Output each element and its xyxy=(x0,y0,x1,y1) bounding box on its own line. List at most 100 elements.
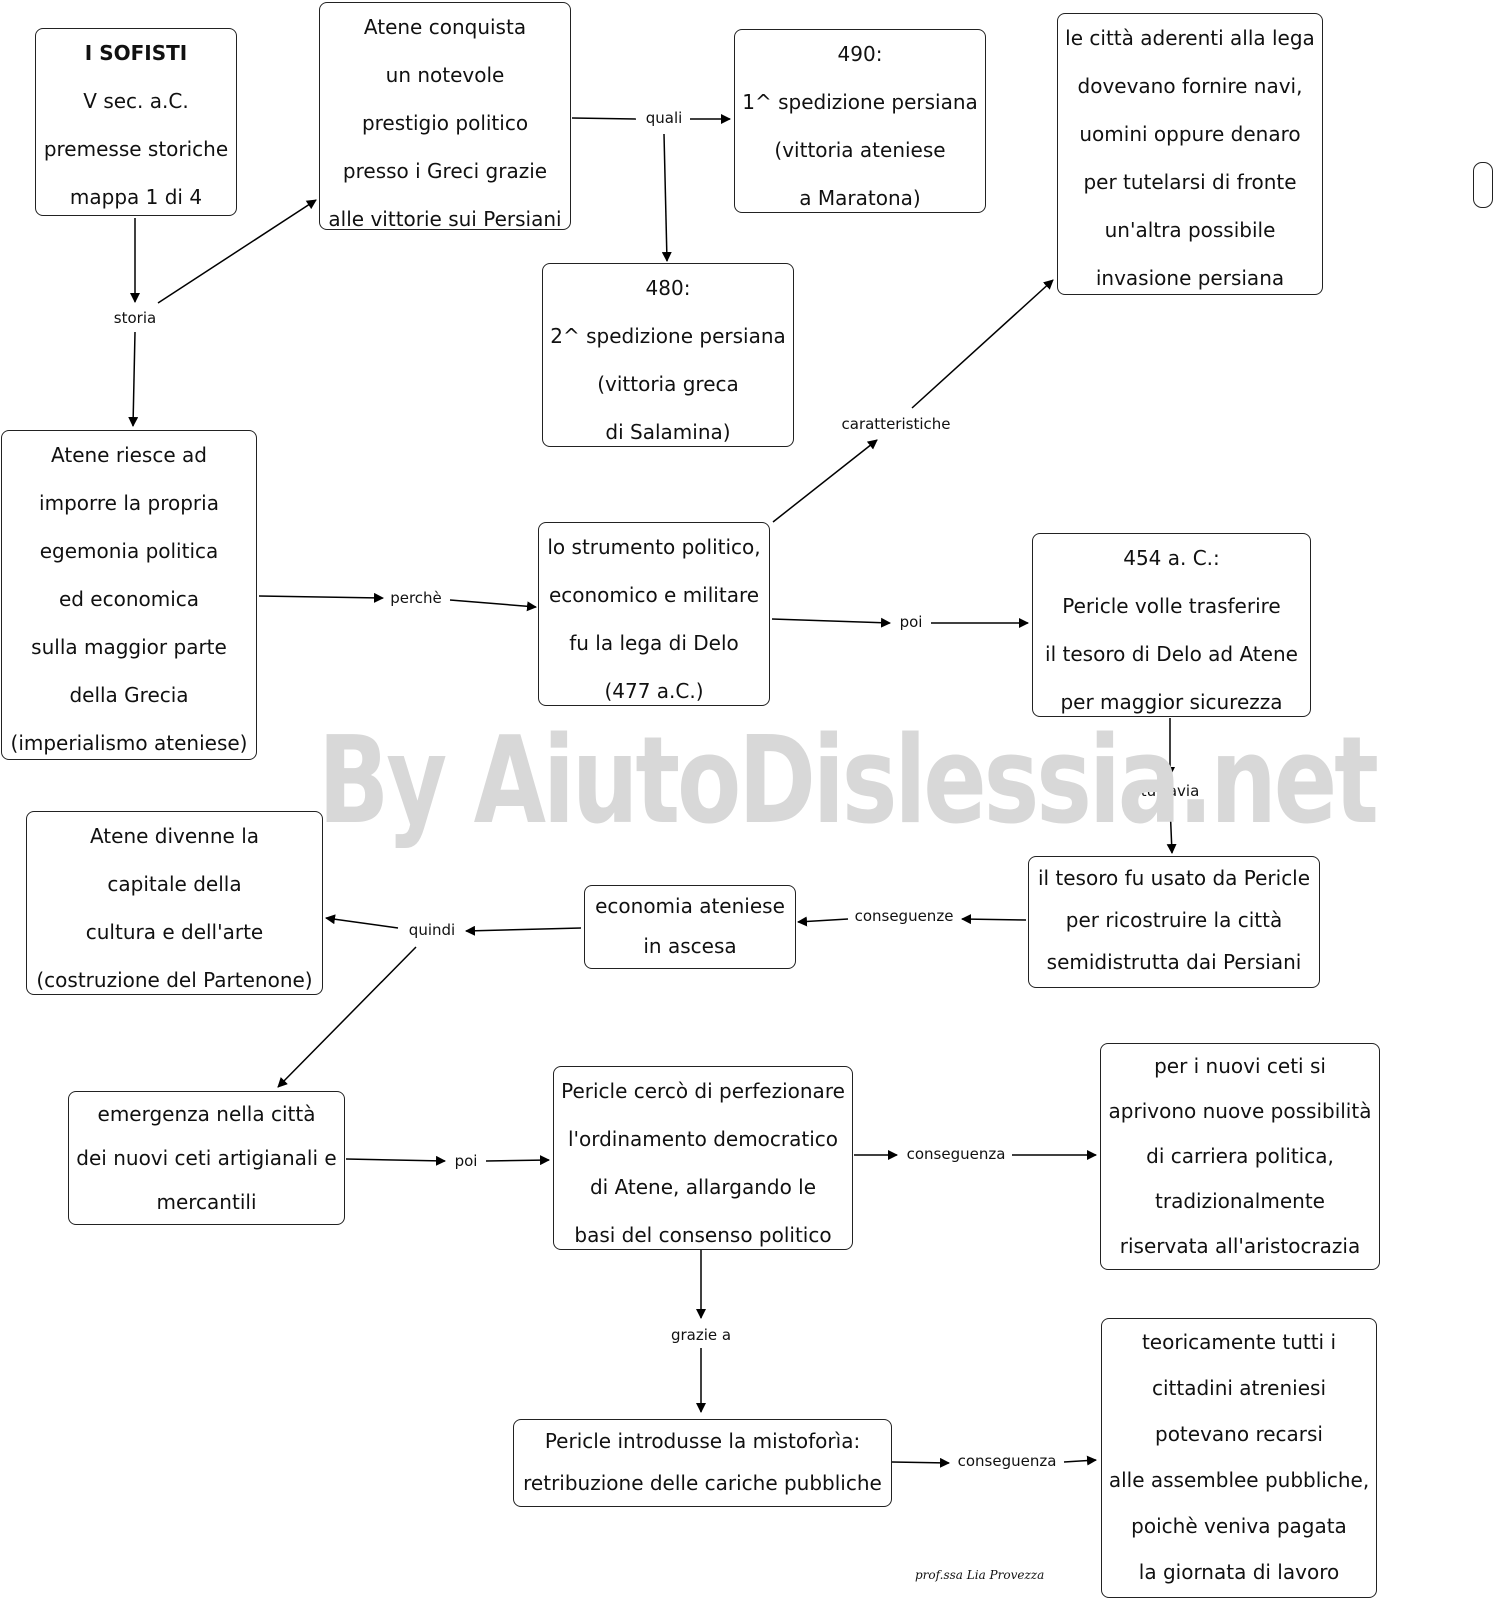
link-label-grazie-a: grazie a xyxy=(666,1324,736,1346)
node-line: un notevole xyxy=(385,63,505,87)
node-line: a Maratona) xyxy=(799,186,921,210)
node-line: V sec. a.C. xyxy=(83,89,189,113)
edge-tesoro-conseguenze xyxy=(961,914,1027,925)
node-line: di Salamina) xyxy=(605,420,731,444)
node-line: basi del consenso politico xyxy=(574,1223,832,1247)
author-signature: prof.ssa Lia Provezza xyxy=(915,1568,1045,1582)
node-mistoforia: Pericle introdusse la mistoforìa: retrib… xyxy=(513,1419,892,1507)
node-line: le città aderenti alla lega xyxy=(1065,26,1315,50)
node-line: 1^ spedizione persiana xyxy=(742,90,978,114)
node-line: ed economica xyxy=(58,587,200,611)
node-line: la giornata di lavoro xyxy=(1138,1560,1340,1584)
node-tesoro-usato: il tesoro fu usato da Pericle per ricost… xyxy=(1028,856,1320,988)
node-line: Atene conquista xyxy=(363,15,527,39)
edge-lega-poi xyxy=(771,617,891,628)
node-nuovi-ceti: emergenza nella città dei nuovi ceti art… xyxy=(68,1091,345,1225)
edge-quindi-capitale xyxy=(325,914,399,929)
node-line: sulla maggior parte xyxy=(31,635,227,659)
node-spedizione-480: 480: 2^ spedizione persiana (vittoria gr… xyxy=(542,263,794,447)
node-line: Pericle volle trasferire xyxy=(1062,594,1281,618)
link-label-storia: storia xyxy=(109,307,161,329)
node-sofisti: I SOFISTI V sec. a.C. premesse storiche … xyxy=(35,28,237,216)
edge-storia-atene-conquista xyxy=(157,199,317,304)
link-label-perche: perchè xyxy=(386,587,446,609)
node-line: retribuzione delle cariche pubbliche xyxy=(523,1471,882,1495)
node-atene-conquista: Atene conquista un notevole prestigio po… xyxy=(319,2,571,231)
node-line: lo strumento politico, xyxy=(547,535,761,559)
node-line: (vittoria greca xyxy=(597,372,739,396)
node-line: poichè veniva pagata xyxy=(1131,1514,1347,1538)
node-line: della Grecia xyxy=(69,683,189,707)
node-line: dei nuovi ceti artigianali e xyxy=(76,1146,337,1170)
node-line: (vittoria ateniese xyxy=(774,138,946,162)
edge-nuovi-ceti-poi xyxy=(345,1155,446,1166)
node-line: teoricamente tutti i xyxy=(1141,1330,1337,1354)
node-line: riservata all'aristocrazia xyxy=(1119,1234,1361,1258)
node-assemblee: teoricamente tutti i cittadini atreniesi… xyxy=(1101,1318,1377,1598)
node-line: Atene riesce ad xyxy=(51,443,207,467)
link-label-tuttavia: tuttavia xyxy=(1136,780,1204,802)
node-spedizione-490: 490: 1^ spedizione persiana (vittoria at… xyxy=(734,29,986,213)
scroll-handle[interactable] xyxy=(1473,162,1493,208)
node-line: 454 a. C.: xyxy=(1123,546,1220,570)
edge-lega-caratteristiche xyxy=(772,439,878,523)
node-pericle-ordinamento: Pericle cercò di perfezionare l'ordiname… xyxy=(553,1066,853,1250)
node-line: Atene divenne la xyxy=(89,824,260,848)
node-line: il tesoro fu usato da Pericle xyxy=(1037,866,1311,890)
node-line: mappa 1 di 4 xyxy=(69,185,203,209)
node-line: di Atene, allargando le xyxy=(589,1175,817,1199)
node-line: per tutelarsi di fronte xyxy=(1083,170,1297,194)
edge-economia-quindi xyxy=(465,925,582,936)
node-line: uomini oppure denaro xyxy=(1079,122,1301,146)
node-line: l'ordinamento democratico xyxy=(567,1127,839,1151)
node-line: fu la lega di Delo xyxy=(569,631,739,655)
node-line: 480: xyxy=(645,276,691,300)
node-line: presso i Greci grazie xyxy=(342,159,548,183)
edge-conseguenza-assemblee xyxy=(1063,1455,1097,1466)
edge-tuttavia-tesoro xyxy=(1166,804,1177,854)
node-line: (477 a.C.) xyxy=(604,679,704,703)
node-capitale-cultura: Atene divenne la capitale della cultura … xyxy=(26,811,323,995)
node-line: (costruzione del Partenone) xyxy=(36,968,313,992)
edge-quali-480 xyxy=(661,133,672,262)
node-line: premesse storiche xyxy=(43,137,229,161)
link-label-conseguenza: conseguenza xyxy=(953,1450,1061,1472)
link-label-caratteristiche: caratteristiche xyxy=(837,413,955,435)
edge-conseguenze-economia xyxy=(797,916,849,927)
link-label-poi: poi xyxy=(450,1150,482,1172)
edge-caratteristiche-citta xyxy=(911,279,1054,409)
node-line: per i nuovi ceti si xyxy=(1154,1054,1326,1078)
edge-perche-lega xyxy=(449,599,537,612)
node-line: cittadini atreniesi xyxy=(1151,1376,1327,1400)
node-line: di carriera politica, xyxy=(1146,1144,1334,1168)
link-label-poi: poi xyxy=(895,611,927,633)
node-carriera: per i nuovi ceti si aprivono nuove possi… xyxy=(1100,1043,1380,1270)
node-lega-delo: lo strumento politico, economico e milit… xyxy=(538,522,770,706)
edge-mistoforia-conseguenza xyxy=(891,1457,950,1468)
node-line: prestigio politico xyxy=(361,111,529,135)
node-line: imporre la propria xyxy=(39,491,219,515)
edge-atene-conquista-quali xyxy=(571,117,637,120)
node-line: tradizionalmente xyxy=(1155,1189,1325,1213)
node-line: potevano recarsi xyxy=(1155,1422,1323,1446)
edge-poi-pericle xyxy=(485,1155,550,1166)
node-line: economia ateniese xyxy=(595,894,785,918)
node-line: (imperialismo ateniese) xyxy=(10,731,248,755)
node-line: 490: xyxy=(837,42,883,66)
node-line: aprivono nuove possibilità xyxy=(1108,1099,1372,1123)
node-economia: economia ateniese in ascesa xyxy=(584,885,796,969)
node-line: invasione persiana xyxy=(1095,266,1285,290)
edge-quindi-nuovi-ceti xyxy=(277,946,417,1088)
node-line: egemonia politica xyxy=(39,539,219,563)
node-line: alle vittorie sui Persiani xyxy=(328,207,562,231)
node-line: dovevano fornire navi, xyxy=(1077,74,1303,98)
node-line: Pericle introdusse la mistoforìa: xyxy=(544,1429,861,1453)
node-line: Pericle cercò di perfezionare xyxy=(561,1079,845,1103)
node-citta-lega: le città aderenti alla lega dovevano for… xyxy=(1057,13,1323,295)
node-atene-egemonia: Atene riesce ad imporre la propria egemo… xyxy=(1,430,257,760)
link-label-conseguenza: conseguenza xyxy=(902,1143,1010,1165)
edge-storia-atene-egemonia xyxy=(128,331,139,427)
node-line: per maggior sicurezza xyxy=(1060,690,1283,714)
link-label-conseguenze: conseguenze xyxy=(850,905,958,927)
